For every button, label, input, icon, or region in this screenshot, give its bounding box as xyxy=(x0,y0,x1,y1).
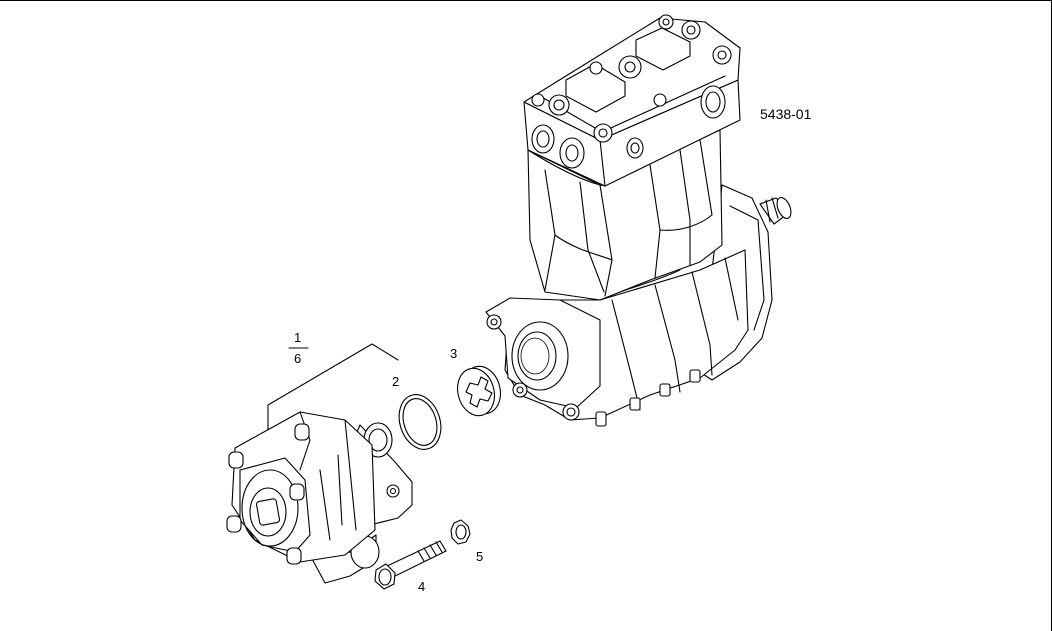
callout-5: 5 xyxy=(476,549,483,564)
callout-2: 2 xyxy=(392,374,399,389)
callout-1: 1 xyxy=(294,330,301,345)
hydraulic-pump xyxy=(226,411,413,584)
group-callout: 1 6 xyxy=(267,330,399,431)
outlet-fitting xyxy=(759,197,792,225)
o-ring-item-2: 2 xyxy=(392,374,442,450)
callout-6: 6 xyxy=(294,351,301,366)
callout-3: 3 xyxy=(450,346,457,361)
bolt-item-4: 4 xyxy=(374,540,447,594)
group-leader-line xyxy=(267,343,399,431)
head-ports xyxy=(531,14,732,169)
callout-4: 4 xyxy=(418,579,425,594)
frame-border-top xyxy=(0,0,1052,1)
pump-mounting-flange xyxy=(485,297,601,421)
air-compressor xyxy=(485,14,792,427)
pump-cover-bolts xyxy=(226,423,310,565)
coupling-item-3: 3 xyxy=(450,346,502,417)
crankcase-bolts xyxy=(595,369,701,427)
pump-shaft xyxy=(249,487,287,537)
drawing-reference-code: 5438-01 xyxy=(760,106,812,122)
washer-item-5: 5 xyxy=(450,519,483,564)
